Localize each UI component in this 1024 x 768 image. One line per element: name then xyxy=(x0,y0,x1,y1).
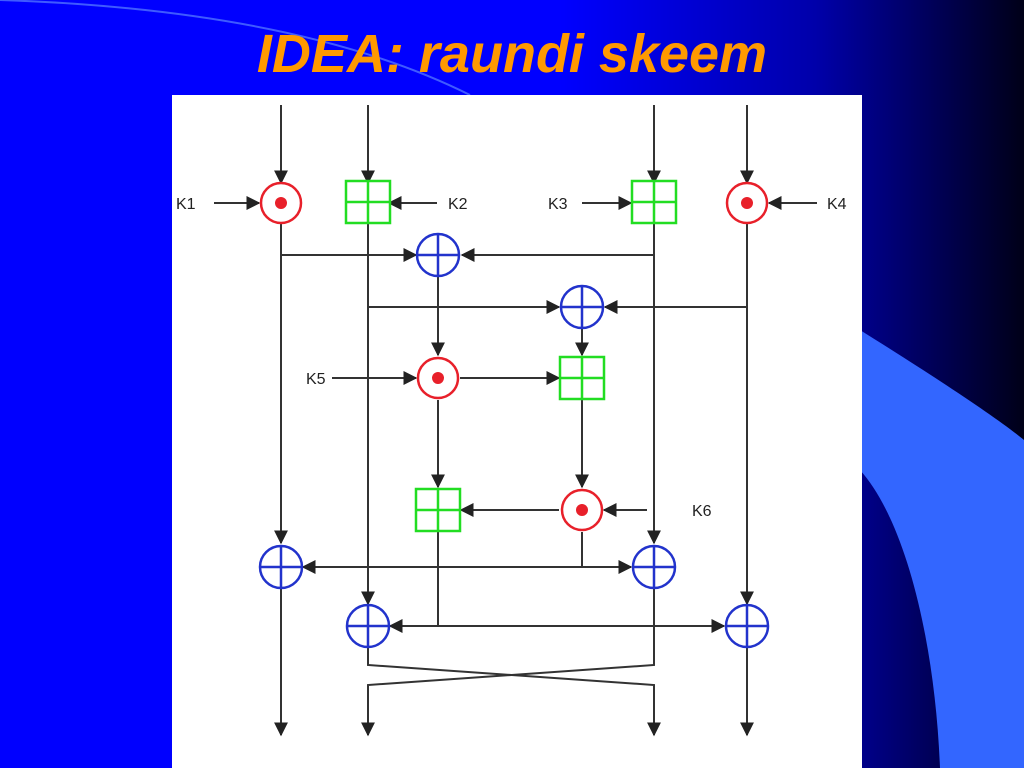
output-2-swap-line xyxy=(361,589,655,737)
key-label-k6: K6 xyxy=(692,503,712,520)
idea-round-diagram: K1 K2 K3 K4 K5 K6 xyxy=(176,105,847,737)
wires xyxy=(214,105,817,737)
xor-node-out-c xyxy=(631,544,677,590)
add-node-k3 xyxy=(630,179,678,225)
key-label-k5: K5 xyxy=(306,371,326,388)
key-labels: K1 K2 K3 K4 K5 K6 xyxy=(176,196,847,520)
key-label-k4: K4 xyxy=(827,196,847,213)
multiply-node-k4 xyxy=(725,181,769,225)
dark-shade-decoration xyxy=(560,0,1024,768)
mul6-to-xor-a xyxy=(301,532,583,574)
multiply-node-k5 xyxy=(416,356,460,400)
multiply-nodes xyxy=(259,181,769,532)
add-node-k2 xyxy=(344,179,392,225)
add-node-middle xyxy=(558,355,606,401)
xor-node-out-b xyxy=(345,603,391,649)
key-label-k2: K2 xyxy=(448,196,468,213)
xor-node-second xyxy=(559,284,605,330)
key-label-k1: K1 xyxy=(176,196,196,213)
output-3-swap-line xyxy=(367,648,661,737)
add-nodes xyxy=(344,179,678,533)
multiply-node-k1 xyxy=(259,181,303,225)
xor-node-out-d xyxy=(724,603,770,649)
key-label-k3: K3 xyxy=(548,196,568,213)
diagram-panel: K1 K2 K3 K4 K5 K6 xyxy=(172,95,862,768)
xor-node-out-a xyxy=(258,544,304,590)
light-blue-swoosh-decoration xyxy=(860,330,1024,768)
add-node-lower xyxy=(414,487,462,533)
add-to-xor-b xyxy=(388,532,439,633)
slide-title: IDEA: raundi skeem xyxy=(256,24,768,84)
arc-decoration xyxy=(0,0,471,96)
xor-node-top xyxy=(415,232,461,278)
multiply-node-k6 xyxy=(560,488,604,532)
xor-nodes xyxy=(258,232,770,649)
